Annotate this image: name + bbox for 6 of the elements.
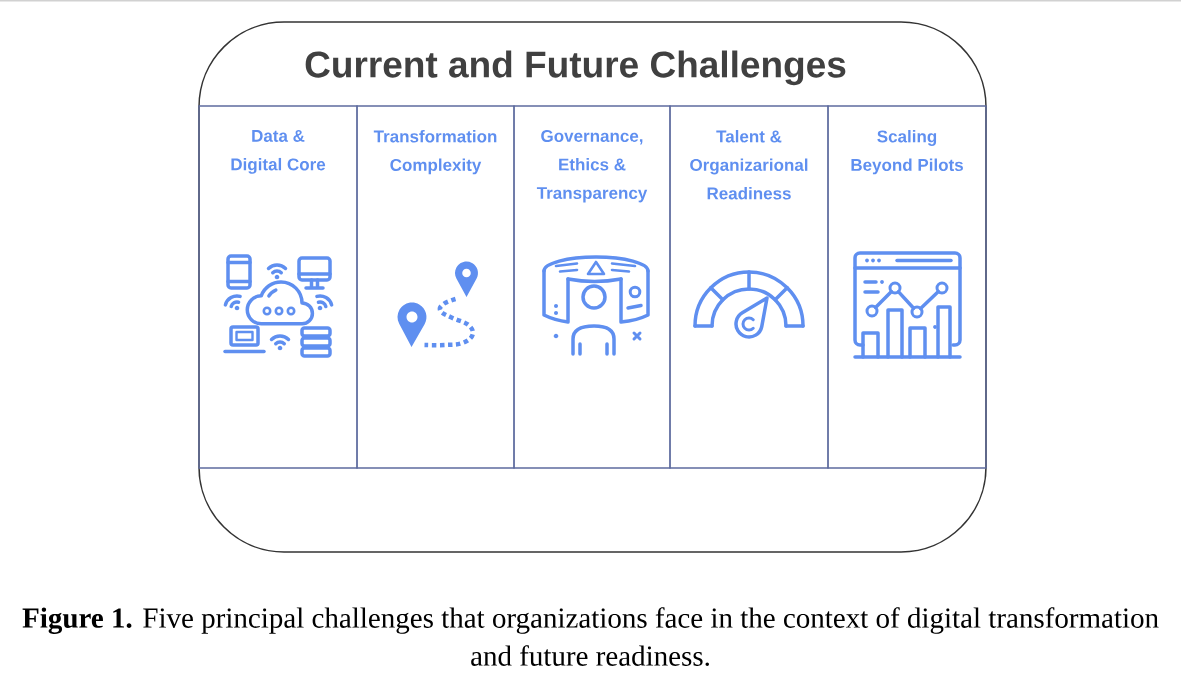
challenge-column: Talent & Organizarional Readiness — [669, 105, 829, 469]
challenge-column: Transformation Complexity — [356, 105, 515, 469]
challenge-column: Data & Digital Core — [198, 105, 358, 469]
challenge-column: Scaling Beyond Pilots — [827, 105, 987, 469]
challenge-column: Governance, Ethics & Transparency — [513, 105, 671, 469]
figure-caption: Figure 1. Five principal challenges that organizations face in the context of digital transformation and future readiness. — [22, 607, 1159, 666]
